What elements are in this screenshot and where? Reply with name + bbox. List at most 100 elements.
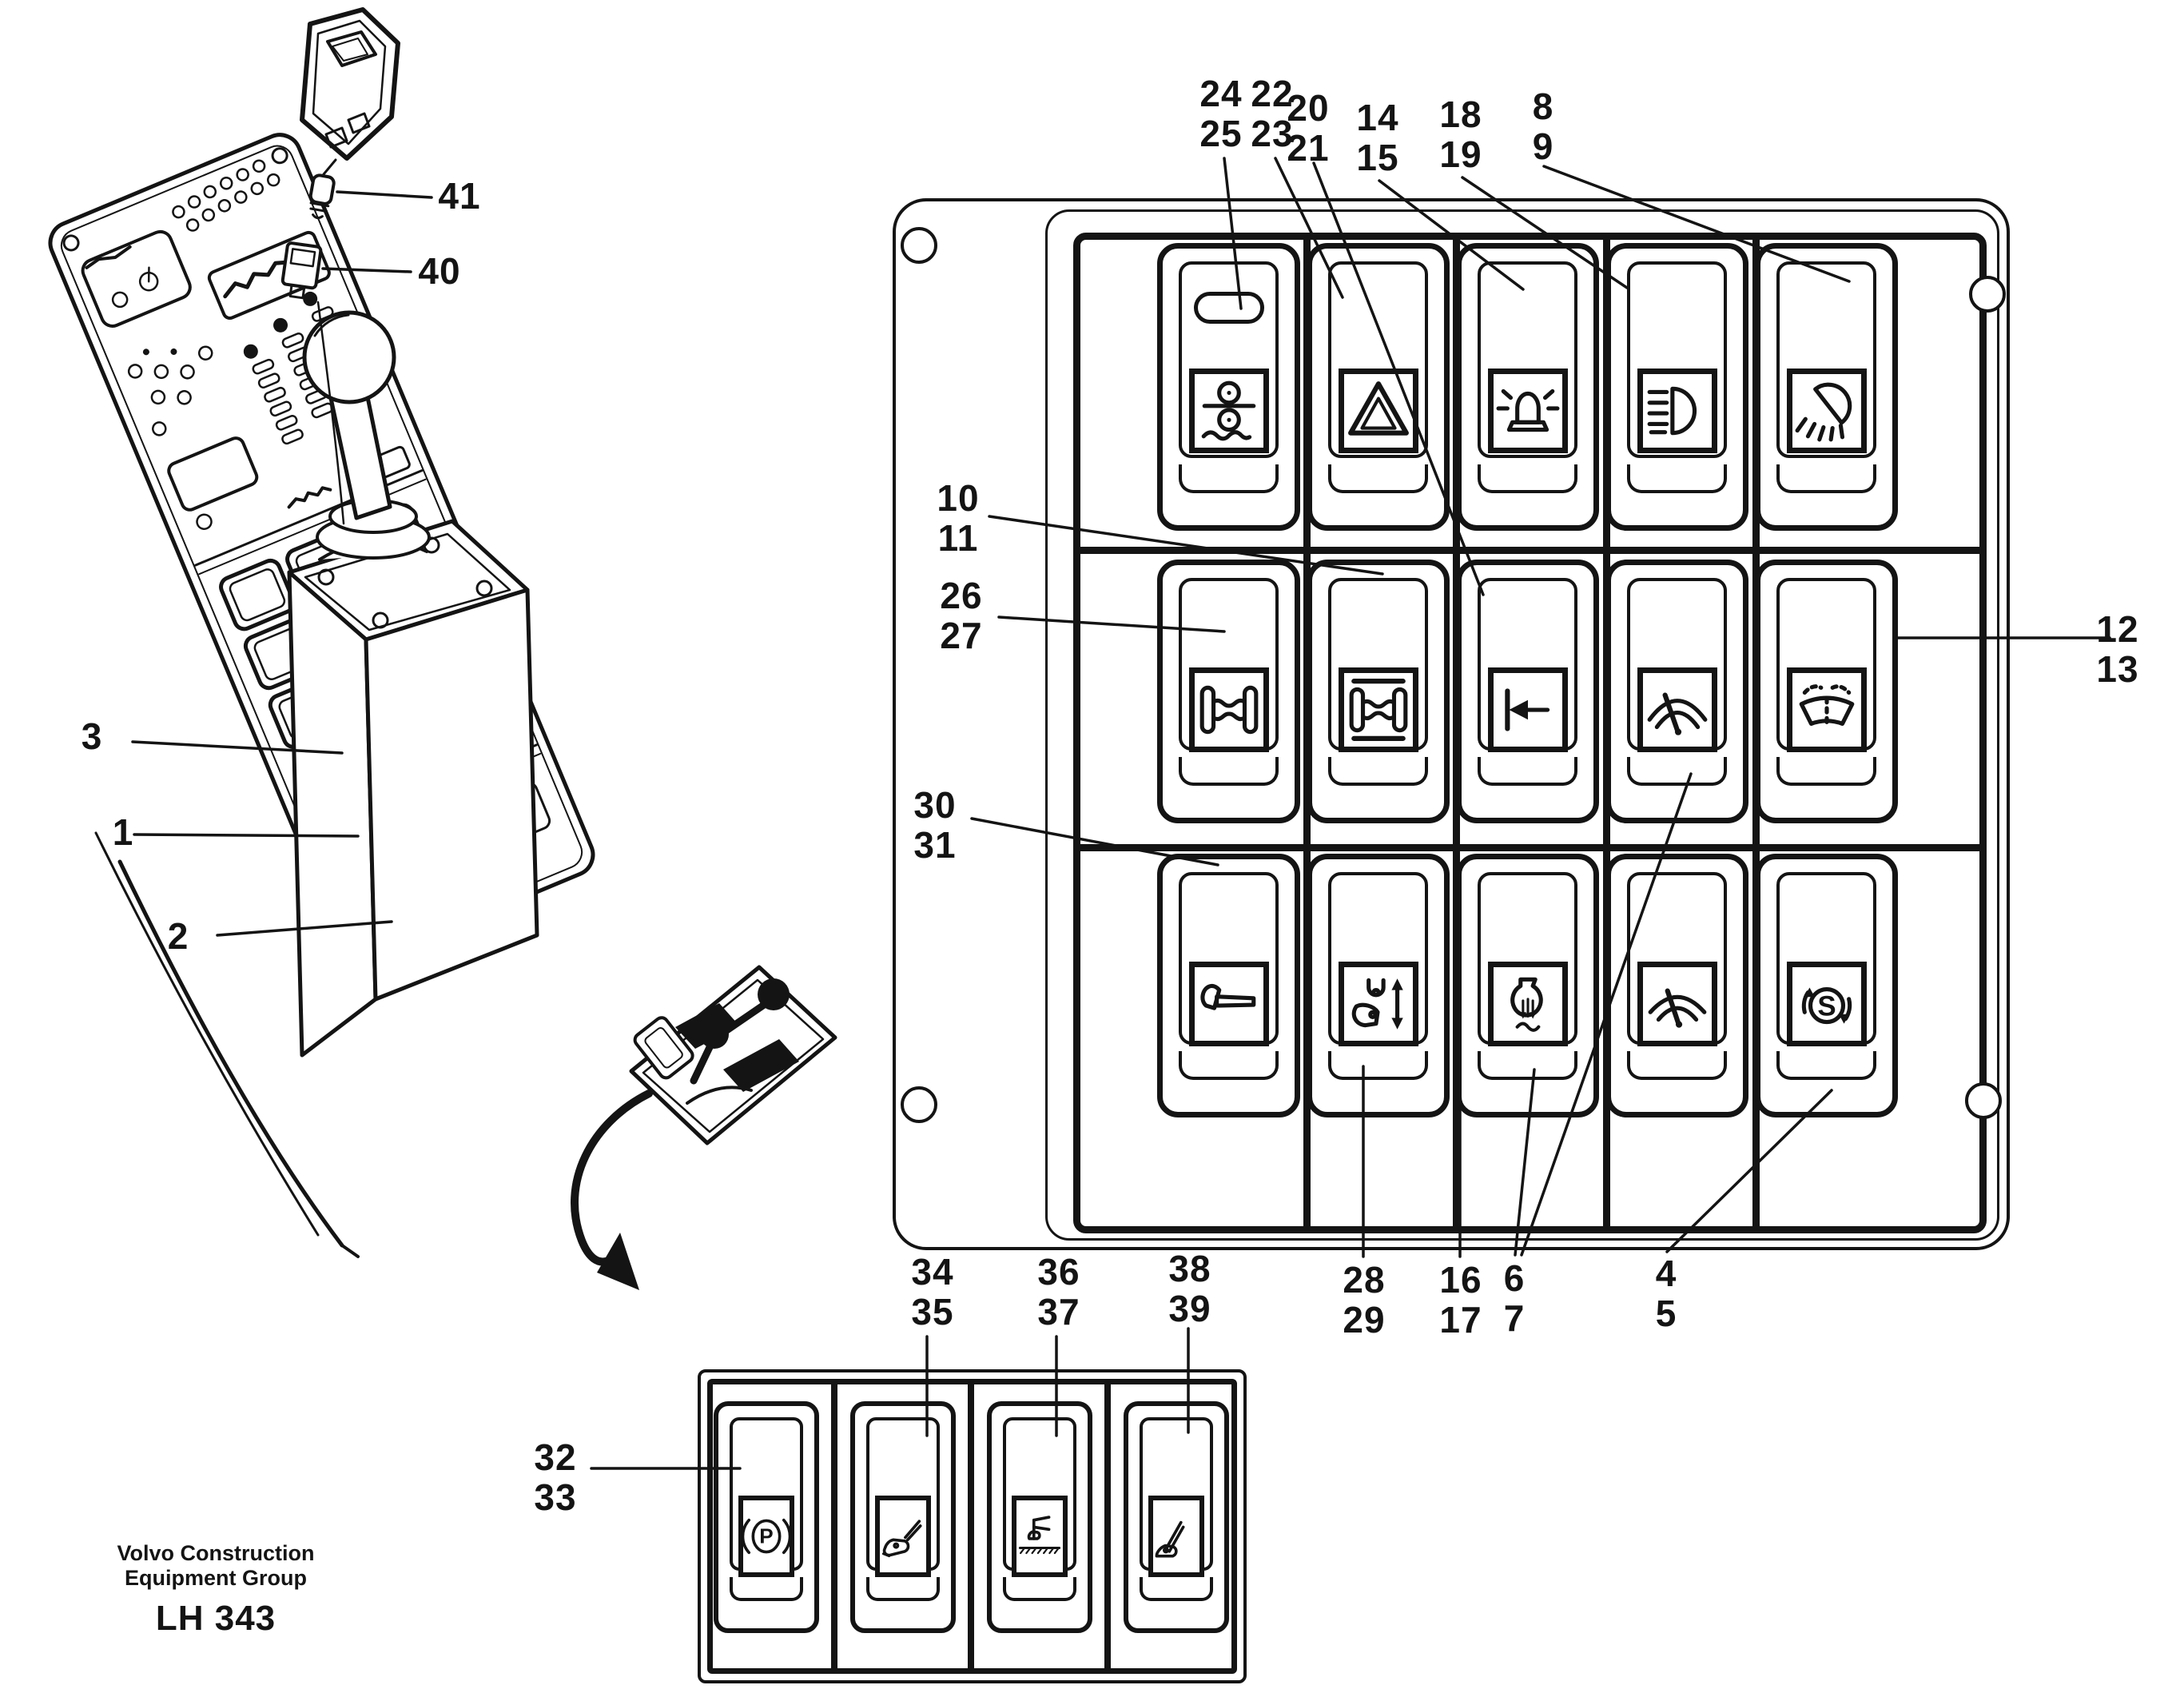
doc-code: LH 343 <box>155 1599 276 1638</box>
differential-lock-icon <box>1188 667 1269 752</box>
rotating-beacon-icon <box>1487 368 1568 453</box>
callout-line: 36 <box>1037 1251 1080 1293</box>
grid-divider <box>968 1379 974 1674</box>
rocker-step <box>1627 464 1727 493</box>
rocker-step <box>1328 464 1428 493</box>
aux-lever-plate <box>629 965 837 1145</box>
bulb-41 <box>308 173 336 220</box>
rocker-step <box>730 1577 803 1601</box>
callout-1: 1 <box>75 812 171 852</box>
callout-line: 37 <box>1037 1291 1080 1333</box>
heater-icon <box>1487 962 1568 1046</box>
callout-line: 3 <box>81 715 103 757</box>
callout-line: 12 <box>2096 608 2139 650</box>
rocker-switch-intermittent-wiper <box>1755 560 1898 823</box>
callout-line: 26 <box>940 575 983 616</box>
differential-lock-axle-icon <box>1338 667 1418 752</box>
callout-line: 6 <box>1503 1257 1526 1299</box>
callout-line: 38 <box>1168 1248 1211 1289</box>
rocker-step <box>1478 1051 1577 1080</box>
rocker-step <box>1003 1577 1076 1601</box>
callout-line: 19 <box>1439 133 1482 175</box>
rocker-step <box>1140 1577 1213 1601</box>
rocker-switch-rear-wiper <box>1605 854 1748 1117</box>
small-panel: P <box>698 1369 1247 1683</box>
callout-line: 10 <box>937 477 980 519</box>
callout-line: 2 <box>167 915 189 957</box>
rocker-switch-differential-lock-axle <box>1307 560 1450 823</box>
grid-divider <box>1073 844 1987 851</box>
rocker-step <box>866 1577 940 1601</box>
callout-line: 35 <box>911 1291 954 1333</box>
callout-line: 33 <box>534 1476 577 1518</box>
rocker-switch-work-lights <box>1755 243 1898 531</box>
rocker-step <box>1328 757 1428 786</box>
rocker-step <box>1627 757 1727 786</box>
rocker-switch-rotating-beacon <box>1456 243 1599 531</box>
rocker-switch-rollers <box>1157 243 1300 531</box>
big-panel: S <box>893 198 2010 1250</box>
rocker-step <box>1776 1051 1876 1080</box>
joystick-pedestal <box>287 310 539 1058</box>
callout-line: 22 <box>1251 73 1294 114</box>
rocker-switch-headlights <box>1605 243 1748 531</box>
parking-brake-icon: P <box>738 1496 794 1577</box>
callout-41: 41 <box>412 176 507 216</box>
callout-line: 15 <box>1356 137 1399 178</box>
bucket-raised-icon <box>1148 1496 1204 1577</box>
rocker-switch-float-position <box>987 1401 1092 1633</box>
rocker-step <box>1478 757 1577 786</box>
callout-line: 5 <box>1655 1293 1677 1334</box>
spare-switch-assembly <box>280 7 400 525</box>
secondary-steering-icon: S <box>1786 962 1867 1046</box>
rocker-switch-front-wiper <box>1605 560 1748 823</box>
callout-line: 40 <box>418 250 461 292</box>
headlights-icon <box>1637 368 1717 453</box>
callout-line: 24 <box>1199 73 1243 114</box>
intermittent-wiper-icon <box>1786 667 1867 752</box>
callout-2: 2 <box>130 916 226 956</box>
rocker-step <box>1179 1051 1279 1080</box>
brand-block: Volvo Construction Equipment Group LH 34… <box>96 1541 336 1639</box>
front-wiper-icon <box>1637 667 1717 752</box>
callout-line: 7 <box>1503 1297 1526 1339</box>
callout-line: 31 <box>913 824 957 866</box>
rocker-step <box>1478 464 1577 493</box>
rollers-icon <box>1188 368 1269 453</box>
rocker-switch-bucket-lowered <box>850 1401 956 1633</box>
connector-40 <box>280 241 323 300</box>
rocker-step <box>1776 464 1876 493</box>
callout-line: 23 <box>1251 113 1294 154</box>
rocker-switch-hazard-flashers <box>1307 243 1450 531</box>
callout-line: 9 <box>1532 125 1554 167</box>
rocker-switch-bucket-positioner <box>1307 854 1450 1117</box>
rocker-step <box>1627 1051 1727 1080</box>
grid-divider <box>1073 547 1987 554</box>
callout-line: 11 <box>937 517 979 559</box>
callout-line: 39 <box>1168 1288 1211 1329</box>
work-lights-icon <box>1786 368 1867 453</box>
svg-text:S: S <box>1817 990 1836 1022</box>
callout-line: 34 <box>911 1251 954 1293</box>
callout-line: 17 <box>1439 1299 1482 1340</box>
boom-kickout-icon <box>1487 667 1568 752</box>
svg-text:P: P <box>759 1524 773 1548</box>
callout-line: 8 <box>1532 86 1554 127</box>
callout-line: 16 <box>1439 1259 1482 1301</box>
callout-line: 25 <box>1199 113 1243 154</box>
rear-wiper-icon <box>1637 962 1717 1046</box>
rocker-switch-hammer <box>1157 854 1300 1117</box>
callout-line: 27 <box>940 615 983 656</box>
